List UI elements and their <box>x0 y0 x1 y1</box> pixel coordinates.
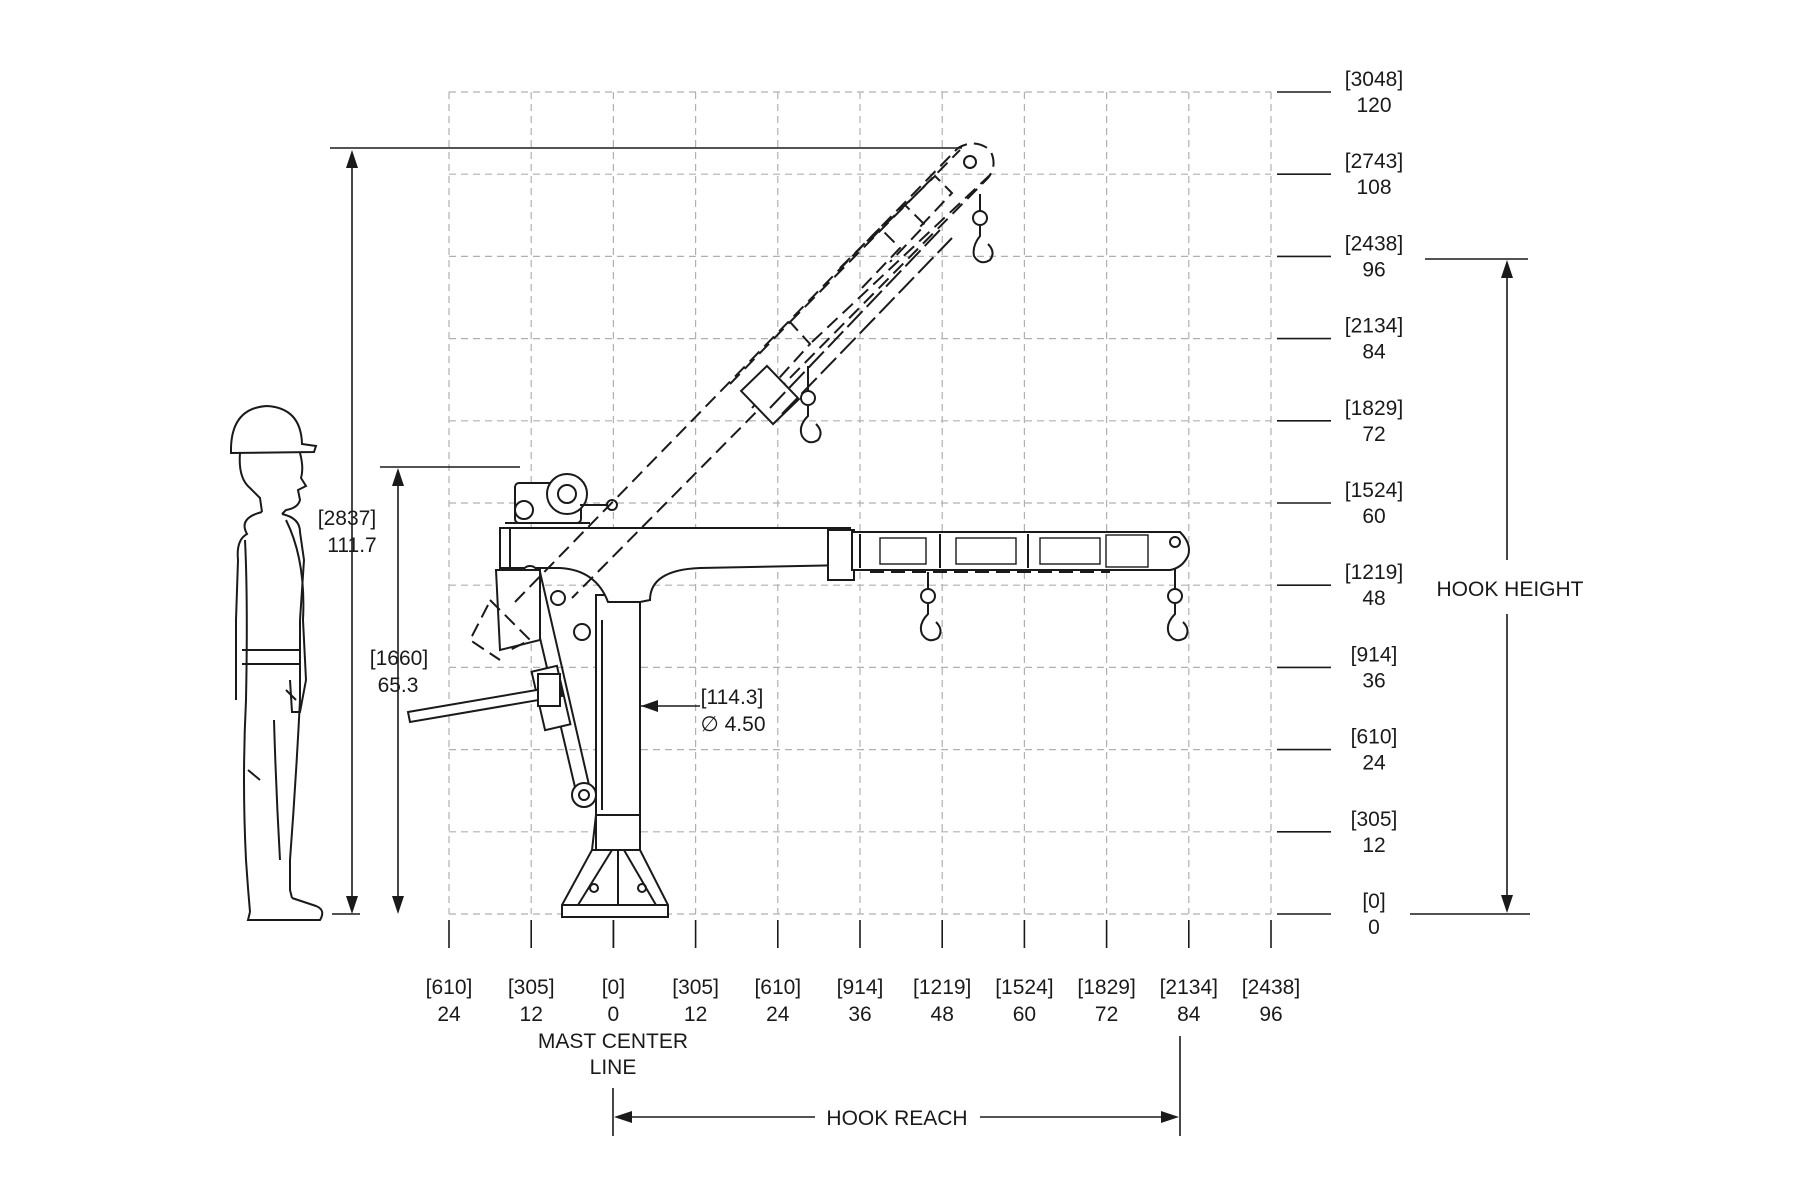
y-tick-label-in: 0 <box>1368 916 1380 939</box>
x-tick-label-in: 24 <box>437 1003 461 1026</box>
hook-reach-label: HOOK REACH <box>826 1107 967 1130</box>
y-tick-label-mm: [610] <box>1351 726 1398 749</box>
winch-height-mm: [1660] <box>370 647 428 670</box>
dimension-mast-diameter <box>640 700 700 712</box>
x-tick-label-in: 12 <box>684 1003 707 1026</box>
y-tick-label-in: 120 <box>1356 94 1391 117</box>
y-tick-label-mm: [2743] <box>1345 150 1403 173</box>
y-tick-label-in: 12 <box>1362 834 1385 857</box>
person-silhouette <box>230 404 324 921</box>
crane-base <box>561 814 669 918</box>
mast-center-line-label-2: LINE <box>590 1056 637 1079</box>
y-tick-label-in: 96 <box>1362 258 1385 281</box>
winch <box>505 473 618 524</box>
x-tick-label-mm: [305] <box>508 976 555 999</box>
dimension-overall-height <box>330 147 962 915</box>
hook-mid <box>799 366 822 444</box>
boom-pivot-bracket <box>468 569 591 661</box>
horizontal-boom <box>499 527 1190 603</box>
y-tick-label-mm: [1829] <box>1345 397 1403 420</box>
x-tick-label-in: 72 <box>1095 1003 1118 1026</box>
x-tick-label-mm: [610] <box>426 976 473 999</box>
x-tick-label-mm: [2438] <box>1242 976 1300 999</box>
reference-grid <box>448 91 1331 948</box>
y-tick-label-in: 84 <box>1362 341 1386 364</box>
hook-height-label: HOOK HEIGHT <box>1436 578 1583 601</box>
dimension-hook-height <box>1410 258 1530 915</box>
y-tick-label-mm: [2134] <box>1345 315 1403 338</box>
dimension-winch-height <box>380 466 520 914</box>
x-tick-label-mm: [1219] <box>913 976 971 999</box>
y-tick-label-mm: [1219] <box>1345 561 1403 584</box>
y-tick-label-in: 24 <box>1362 752 1386 775</box>
x-tick-label-mm: [305] <box>672 976 719 999</box>
y-tick-label-in: 72 <box>1362 423 1385 446</box>
hook-boom-inner <box>919 572 942 642</box>
x-axis-tick-labels: [610] 24 [305] 12 [0] 0 [305] 12 [610] 24 [914] 36 [… <box>426 976 1301 1026</box>
y-tick-label-in: 36 <box>1362 669 1385 692</box>
x-tick-label-in: 12 <box>520 1003 543 1026</box>
mast-diameter-in: ∅ 4.50 <box>701 713 766 736</box>
winch-height-in: 65.3 <box>378 674 419 697</box>
y-tick-label-in: 48 <box>1362 587 1385 610</box>
x-tick-label-in: 24 <box>766 1003 790 1026</box>
y-tick-label-mm: [914] <box>1351 643 1398 666</box>
x-tick-label-in: 36 <box>848 1003 871 1026</box>
x-tick-label-in: 0 <box>608 1003 620 1026</box>
y-tick-label-mm: [2438] <box>1345 232 1403 255</box>
x-tick-label-in: 84 <box>1177 1003 1201 1026</box>
x-tick-label-in: 96 <box>1259 1003 1282 1026</box>
overall-height-mm: [2837] <box>318 507 376 530</box>
inclined-boom-phantom <box>514 142 995 603</box>
pump-handle <box>406 673 564 724</box>
y-tick-label-mm: [1524] <box>1345 479 1403 502</box>
crane-mast <box>595 594 641 816</box>
x-tick-label-mm: [1829] <box>1077 976 1135 999</box>
y-tick-label-mm: [0] <box>1362 890 1385 913</box>
y-tick-label-in: 108 <box>1356 176 1391 199</box>
x-tick-label-mm: [610] <box>754 976 801 999</box>
y-tick-label-mm: [305] <box>1351 808 1398 831</box>
mast-diameter-mm: [114.3] <box>701 686 764 709</box>
x-tick-label-in: 60 <box>1013 1003 1036 1026</box>
x-tick-label-mm: [0] <box>602 976 625 999</box>
overall-height-in: 111.7 <box>327 534 376 557</box>
x-tick-label-in: 48 <box>931 1003 954 1026</box>
y-axis-tick-labels: [3048]120[2743]108[2438]96[2134]84[1829]… <box>1345 68 1403 939</box>
mast-center-line-label-1: MAST CENTER <box>538 1030 688 1053</box>
y-tick-label-mm: [3048] <box>1345 68 1403 91</box>
y-tick-label-in: 60 <box>1362 505 1385 528</box>
hook-boom-tip <box>1166 568 1189 642</box>
x-tick-label-mm: [914] <box>837 976 884 999</box>
x-tick-label-mm: [2134] <box>1160 976 1218 999</box>
hook-top <box>972 194 994 264</box>
x-tick-label-mm: [1524] <box>995 976 1053 999</box>
dimension-hook-reach <box>612 1036 1181 1136</box>
